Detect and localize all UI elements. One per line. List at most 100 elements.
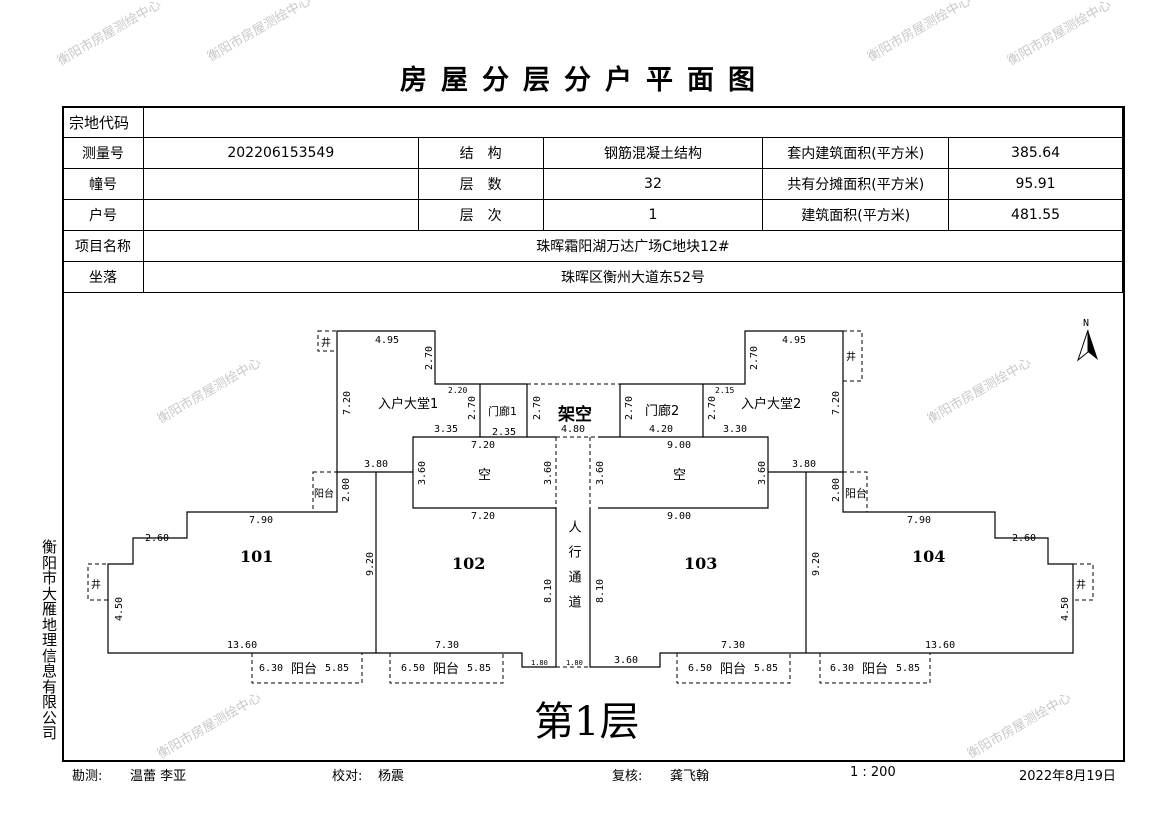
dimension: 7.30 (435, 640, 459, 651)
dimension: 4.50 (114, 597, 125, 621)
dimension: 3.80 (364, 459, 388, 470)
room-stilt-floor: 架空 (558, 404, 592, 425)
building-area-label: 建筑面积(平方米) (762, 199, 950, 231)
dimension: 7.20 (831, 391, 842, 415)
unit-102: 102 (452, 554, 485, 573)
company-name: 衡阳市大雁地理信息有限公司 (42, 538, 58, 742)
dimension: 2.00 (831, 478, 842, 502)
dimension: 2.70 (424, 346, 435, 370)
dimension: 2.60 (1012, 533, 1036, 544)
balcony-label: 阳台 (433, 662, 459, 677)
unit-104: 104 (912, 547, 945, 566)
parcel-code-label: 宗地代码 (62, 106, 144, 138)
date: 2022年8月19日 (1019, 769, 1116, 784)
dimension: 5.85 (467, 663, 491, 674)
project-label: 项目名称 (62, 230, 144, 262)
dimension: 5.85 (896, 663, 920, 674)
well-label: 井 (1076, 578, 1086, 591)
north-arrow-icon (1076, 329, 1098, 362)
balcony-label: 阳台 (720, 662, 746, 677)
dimension: 7.30 (721, 640, 745, 651)
page-title: 房屋分层分户平面图 (400, 65, 769, 96)
dimension: 2.70 (467, 396, 478, 420)
dimension: 3.30 (723, 424, 747, 435)
dimension: 9.00 (667, 511, 691, 522)
dimension: 2.60 (145, 533, 169, 544)
dimension: 2.15 (715, 386, 734, 395)
balcony-label: 阳台 (314, 487, 334, 500)
dimension: 6.30 (830, 663, 854, 674)
dimension: 3.35 (434, 424, 458, 435)
dimension: 5.85 (325, 663, 349, 674)
dimension: 7.90 (907, 515, 931, 526)
dimension: 6.50 (401, 663, 425, 674)
dimension: 3.60 (417, 461, 428, 485)
plan-dashed-lines (87, 330, 1094, 684)
room-void-left: 空 (478, 468, 491, 483)
dimension: 7.20 (342, 391, 353, 415)
scale: 1 : 200 (850, 765, 896, 780)
dimension: 1.80 (531, 659, 548, 667)
inner-area-value: 385.64 (948, 137, 1123, 169)
unit-103: 103 (684, 554, 717, 573)
dimension: 3.60 (595, 461, 606, 485)
balcony-label: 阳台 (845, 486, 867, 500)
dimension: 3.60 (757, 461, 768, 485)
dimension: 9.00 (667, 440, 691, 451)
dimension: 2.70 (749, 346, 760, 370)
dimension: 2.70 (532, 396, 543, 420)
dimension: 9.20 (811, 552, 822, 576)
checker-label: 校对: (332, 769, 363, 784)
plan-walls (107, 330, 1074, 668)
room-porch-2: 门廊2 (645, 403, 679, 419)
shared-area-value: 95.91 (948, 168, 1123, 200)
room-lobby-1: 入户大堂1 (378, 396, 438, 412)
dimension: 8.10 (595, 579, 606, 603)
dimension: 4.95 (375, 335, 399, 346)
location-value: 珠晖区衡州大道东52号 (142, 261, 1124, 293)
unit-101: 101 (240, 547, 273, 566)
dimension: 2.70 (707, 396, 718, 420)
dimension: 7.20 (471, 511, 495, 522)
property-info-table: 宗地代码 测量号 202206153549 结 构 钢筋混凝土结构 套内建筑面积… (62, 106, 1124, 293)
walkway-label: 人行通道 (566, 520, 582, 620)
dimension: 6.30 (259, 663, 283, 674)
dimension: 3.80 (792, 459, 816, 470)
dimension: 4.95 (782, 335, 806, 346)
balcony-label: 阳台 (291, 662, 317, 677)
floor-value: 1 (542, 199, 764, 231)
well-label: 井 (91, 578, 101, 591)
building-area-value: 481.55 (948, 199, 1123, 231)
dimension: 1.80 (566, 659, 583, 667)
surveyor-names: 温蕾 李亚 (130, 769, 187, 784)
dimension: 4.20 (649, 424, 673, 435)
dimension: 3.60 (543, 461, 554, 485)
well-label: 井 (846, 350, 856, 363)
dimension: 13.60 (227, 640, 257, 651)
dimension: 4.50 (1060, 597, 1071, 621)
dimension: 6.50 (688, 663, 712, 674)
surveyor-label: 勘测: (72, 769, 103, 784)
dimension: 2.20 (448, 386, 467, 395)
well-label: 井 (321, 336, 331, 349)
dimension: 8.10 (543, 579, 554, 603)
floors-value: 32 (542, 168, 764, 200)
dimension: 13.60 (925, 640, 955, 651)
dimension: 2.70 (624, 396, 635, 420)
dimension: 5.85 (754, 663, 778, 674)
balcony-label: 阳台 (862, 662, 888, 677)
dimension: 2.35 (492, 427, 516, 438)
structure-value: 钢筋混凝土结构 (542, 137, 764, 169)
room-lobby-2: 入户大堂2 (741, 396, 801, 412)
reviewer-label: 复核: (612, 769, 643, 784)
checker-name: 杨震 (378, 769, 405, 784)
dimension: 7.20 (471, 440, 495, 451)
dimension: 2.00 (341, 478, 352, 502)
north-label: N (1083, 318, 1089, 329)
room-porch-1: 门廊1 (488, 404, 517, 418)
dimension: 9.20 (365, 552, 376, 576)
reviewer-name: 龚飞翰 (670, 769, 710, 784)
room-void-right: 空 (673, 468, 686, 483)
dimension: 3.60 (614, 655, 638, 666)
